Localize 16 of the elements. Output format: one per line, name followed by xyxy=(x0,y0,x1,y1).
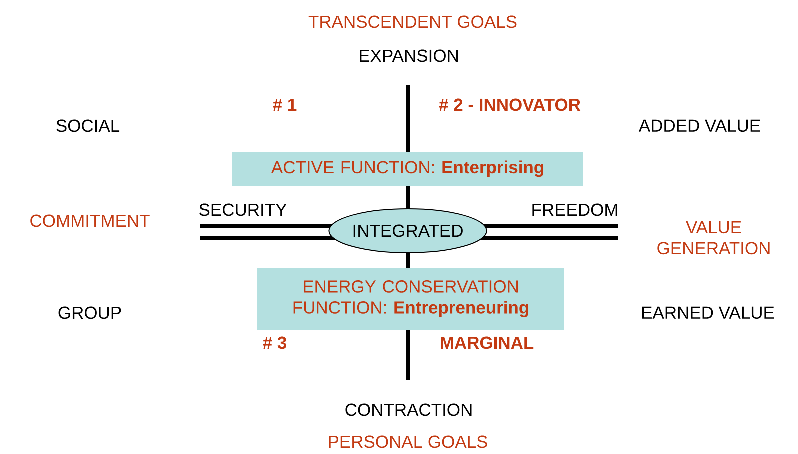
function-box: ENERGY CONSERVATION FUNCTION: Entrepreneuring xyxy=(258,268,564,330)
axis-label: EARNED VALUE xyxy=(642,306,774,320)
axis-label: # 2 - INNOVATOR xyxy=(439,98,581,112)
axis-label: ADDED VALUE xyxy=(638,120,760,132)
axis-label: EXPANSION xyxy=(360,50,458,62)
function-box: ACTIVE FUNCTION: Enterprising xyxy=(232,152,584,186)
axis-label: FREEDOM xyxy=(532,204,618,216)
axis-label: COMMITMENT xyxy=(30,214,150,228)
axis-label: GROUP xyxy=(58,306,122,320)
axis-label: # 1 xyxy=(273,98,297,111)
axis-label: SOCIAL xyxy=(56,120,120,132)
axis-label: CONTRACTION xyxy=(346,404,472,416)
axis-label: VALUE GENERATION xyxy=(658,221,770,255)
axis-label: TRANSCENDENT GOALS xyxy=(308,16,517,28)
axis-label: SECURITY xyxy=(200,204,287,216)
axis-label: PERSONAL GOALS xyxy=(329,436,488,448)
